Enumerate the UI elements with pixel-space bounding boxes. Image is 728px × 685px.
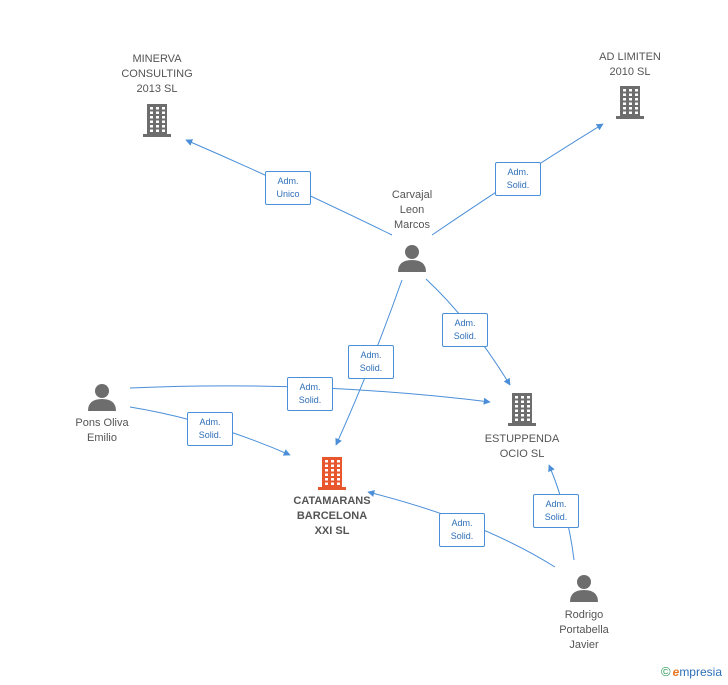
edge-label-carvajal-to-estuppenda[interactable]: Adm. Solid. [442, 313, 488, 347]
minerva-label[interactable]: MINERVA CONSULTING 2013 SL [121, 53, 193, 95]
minerva-building-icon[interactable] [143, 104, 171, 137]
copyright-icon: © [661, 664, 671, 679]
adlimiten-label[interactable]: AD LIMITEN 2010 SL [599, 51, 661, 78]
estuppenda-label[interactable]: ESTUPPENDA OCIO SL [484, 433, 560, 460]
edge-label-rodrigo-to-catamarans[interactable]: Adm. Solid. [439, 513, 485, 547]
edge-label-pons-to-catamarans[interactable]: Adm. Solid. [187, 412, 233, 446]
carvajal-person-icon[interactable] [398, 245, 426, 272]
edge-label-carvajal-to-minerva[interactable]: Adm. Unico [265, 171, 311, 205]
edge-label-carvajal-to-catamarans[interactable]: Adm. Solid. [348, 345, 394, 379]
pons-label[interactable]: Pons Oliva Emilio [75, 417, 129, 444]
rodrigo-label[interactable]: Rodrigo Portabella Javier [559, 609, 609, 651]
brand-name: mpresia [679, 665, 722, 679]
rodrigo-person-icon[interactable] [570, 575, 598, 602]
edge-label-pons-to-estuppenda[interactable]: Adm. Solid. [287, 377, 333, 411]
carvajal-label[interactable]: Carvajal Leon Marcos [391, 189, 433, 231]
edge-label-carvajal-to-adlimiten[interactable]: Adm. Solid. [495, 162, 541, 196]
brand-watermark: ©empresia [661, 664, 722, 679]
estuppenda-building-icon[interactable] [508, 393, 536, 426]
adlimiten-building-icon[interactable] [616, 86, 644, 119]
pons-person-icon[interactable] [88, 384, 116, 411]
edge-label-rodrigo-to-estuppenda[interactable]: Adm. Solid. [533, 494, 579, 528]
catamarans-building-icon[interactable] [318, 457, 346, 490]
catamarans-label[interactable]: CATAMARANS BARCELONA XXI SL [293, 495, 371, 537]
brand-logo-e: e [672, 665, 680, 679]
